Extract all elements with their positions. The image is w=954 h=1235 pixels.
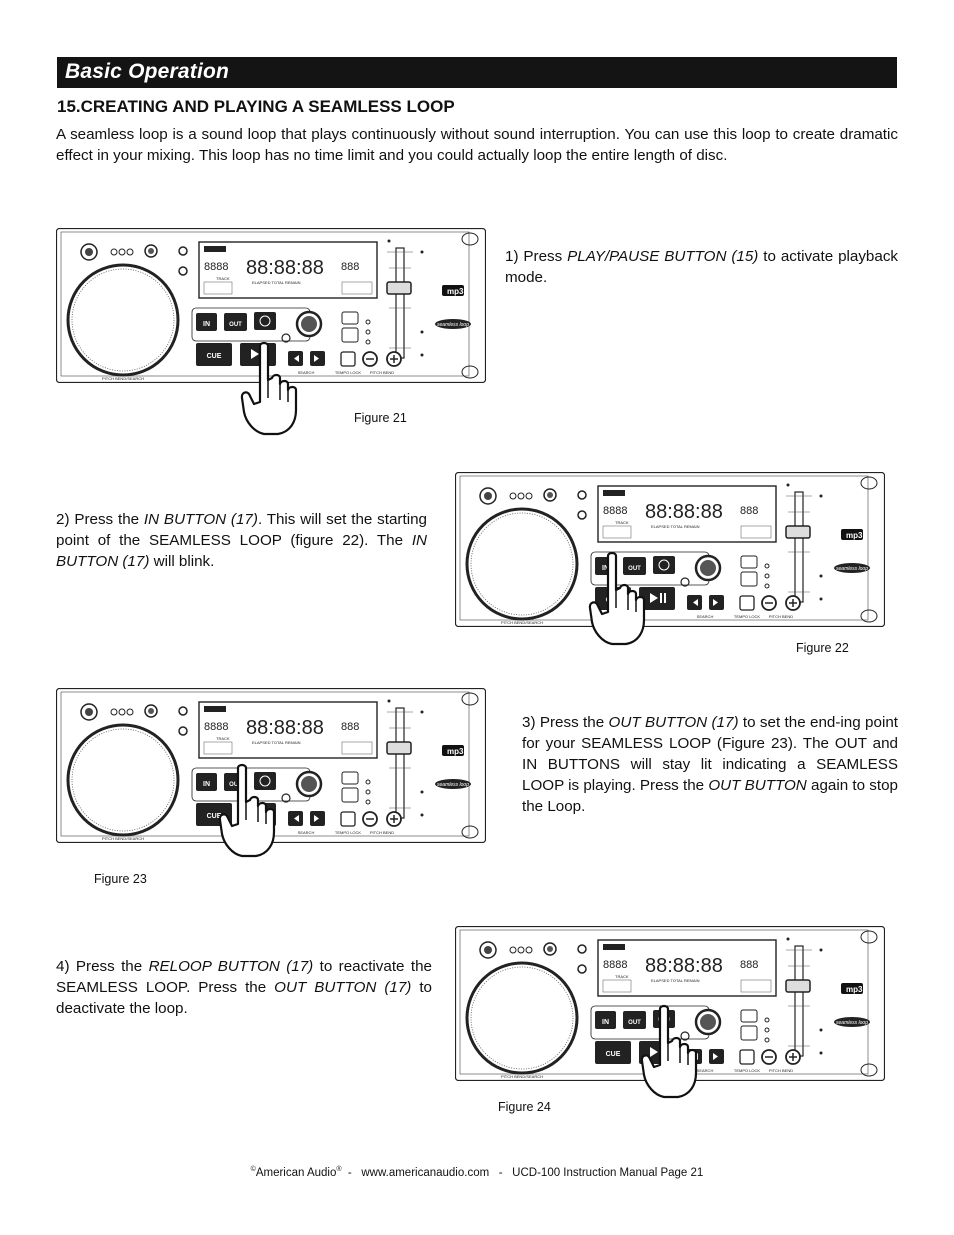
svg-text:TRACK: TRACK <box>615 974 629 979</box>
svg-text:mp3: mp3 <box>447 287 464 296</box>
svg-text:ELAPSED TOTAL REMAIN: ELAPSED TOTAL REMAIN <box>252 280 301 285</box>
step-2-text: 2) Press the IN BUTTON (17). This will s… <box>56 511 427 570</box>
svg-text:PITCH BEND: PITCH BEND <box>370 370 394 375</box>
svg-text:8888: 8888 <box>603 959 627 971</box>
svg-text:TRACK: TRACK <box>216 736 230 741</box>
svg-text:888: 888 <box>740 959 758 971</box>
svg-text:SEARCH: SEARCH <box>298 830 315 835</box>
figure-22-device: PITCH BEND/SEARCH 88:88:88 8888 888 ELAP… <box>455 472 885 627</box>
svg-text:888: 888 <box>341 261 359 273</box>
svg-text:ELAPSED TOTAL REMAIN: ELAPSED TOTAL REMAIN <box>651 524 700 529</box>
figure-21-caption: Figure 21 <box>354 411 407 425</box>
step-3-text: 3) Press the OUT BUTTON (17) to set the … <box>522 714 898 815</box>
svg-text:OUT: OUT <box>229 322 242 328</box>
section-heading: 15.CREATING AND PLAYING A SEAMLESS LOOP <box>57 97 455 116</box>
svg-text:mp3: mp3 <box>846 531 863 540</box>
svg-text:CUE: CUE <box>207 813 222 820</box>
svg-text:CUE: CUE <box>606 1051 621 1058</box>
svg-text:TEMPO LOCK: TEMPO LOCK <box>335 830 362 835</box>
svg-text:88:88:88: 88:88:88 <box>246 257 324 279</box>
svg-text:seamless loop: seamless loop <box>437 322 469 328</box>
svg-text:PITCH BEND/SEARCH: PITCH BEND/SEARCH <box>102 836 144 841</box>
svg-text:88:88:88: 88:88:88 <box>645 501 723 523</box>
svg-text:ELAPSED TOTAL REMAIN: ELAPSED TOTAL REMAIN <box>651 978 700 983</box>
svg-text:8888: 8888 <box>204 261 228 273</box>
svg-text:888: 888 <box>740 505 758 517</box>
svg-text:TRACK: TRACK <box>615 520 629 525</box>
svg-text:seamless loop: seamless loop <box>437 782 469 788</box>
step-1-text: 1) Press PLAY/PAUSE BUTTON (15) to activ… <box>505 248 899 286</box>
svg-text:seamless loop: seamless loop <box>836 1020 868 1026</box>
svg-text:ELAPSED TOTAL REMAIN: ELAPSED TOTAL REMAIN <box>252 740 301 745</box>
svg-text:IN: IN <box>203 321 210 328</box>
svg-text:mp3: mp3 <box>447 747 464 756</box>
svg-text:TEMPO LOCK: TEMPO LOCK <box>734 614 761 619</box>
svg-text:PITCH BEND/SEARCH: PITCH BEND/SEARCH <box>501 1074 543 1079</box>
svg-text:OUT: OUT <box>628 566 641 572</box>
intro-paragraph: A seamless loop is a sound loop that pla… <box>56 126 898 164</box>
svg-text:IN: IN <box>602 565 609 572</box>
svg-text:PITCH BEND/SEARCH: PITCH BEND/SEARCH <box>102 376 144 381</box>
page-title: Basic Operation <box>65 60 230 83</box>
figure-24-device: PITCH BEND/SEARCH 88:88:88 8888 888 ELAP… <box>455 926 885 1081</box>
svg-text:SEARCH: SEARCH <box>697 1068 714 1073</box>
svg-text:OUT: OUT <box>229 782 242 788</box>
figure-21-device: PITCH BEND/SEARCH 88:88:88 8888 888 ELAP… <box>56 228 486 383</box>
step-4-text: 4) Press the RELOOP BUTTON (17) to react… <box>56 958 432 1017</box>
svg-text:TEMPO LOCK: TEMPO LOCK <box>734 1068 761 1073</box>
figure-24-caption: Figure 24 <box>498 1100 551 1114</box>
hand-pointer-icon <box>640 1004 698 1099</box>
svg-text:CUE: CUE <box>207 353 222 360</box>
svg-text:8888: 8888 <box>204 721 228 733</box>
svg-text:8888: 8888 <box>603 505 627 517</box>
svg-text:OUT: OUT <box>628 1020 641 1026</box>
svg-text:PITCH BEND/SEARCH: PITCH BEND/SEARCH <box>501 620 543 625</box>
svg-text:IN: IN <box>203 781 210 788</box>
header-bar: Basic Operation <box>57 57 897 88</box>
hand-pointer-icon <box>588 551 646 646</box>
svg-text:88:88:88: 88:88:88 <box>246 717 324 739</box>
svg-text:PITCH BEND: PITCH BEND <box>769 614 793 619</box>
svg-text:PITCH BEND: PITCH BEND <box>370 830 394 835</box>
svg-text:TEMPO LOCK: TEMPO LOCK <box>335 370 362 375</box>
svg-text:mp3: mp3 <box>846 985 863 994</box>
svg-text:seamless loop: seamless loop <box>836 566 868 572</box>
figure-22-caption: Figure 22 <box>796 641 849 655</box>
hand-pointer-icon <box>218 763 276 858</box>
svg-text:888: 888 <box>341 721 359 733</box>
svg-text:TRACK: TRACK <box>216 276 230 281</box>
footer: ©American Audio® - www.americanaudio.com… <box>250 1166 704 1179</box>
svg-text:SEARCH: SEARCH <box>298 370 315 375</box>
svg-text:IN: IN <box>602 1019 609 1026</box>
svg-text:88:88:88: 88:88:88 <box>645 955 723 977</box>
hand-pointer-icon <box>240 341 298 436</box>
figure-23-device: PITCH BEND/SEARCH 88:88:88 8888 888 ELAP… <box>56 688 486 843</box>
svg-text:PITCH BEND: PITCH BEND <box>769 1068 793 1073</box>
svg-text:SEARCH: SEARCH <box>697 614 714 619</box>
figure-23-caption: Figure 23 <box>94 872 147 886</box>
